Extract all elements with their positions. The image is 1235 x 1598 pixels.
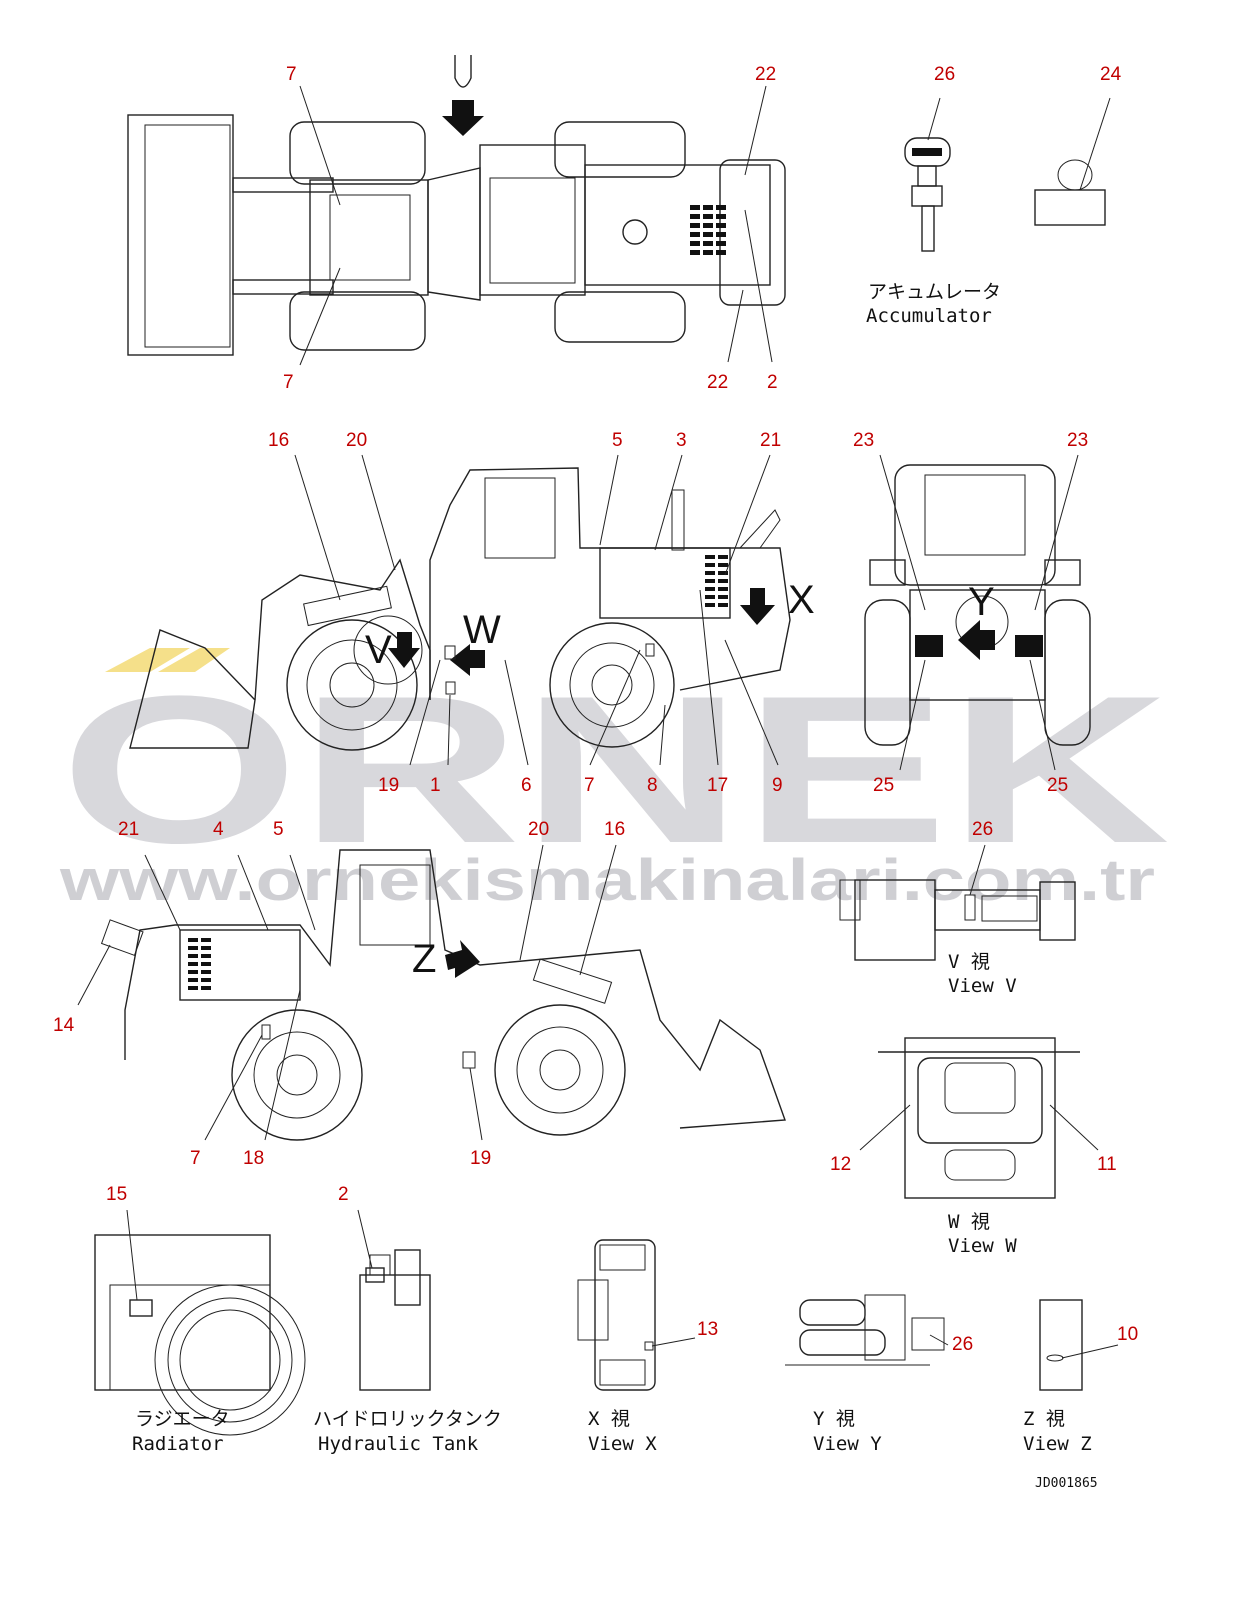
callouts-bottom: 15 2 13 26 10: [106, 1184, 1138, 1355]
callout-number: 7: [286, 64, 297, 85]
caption-view-v-en: View V: [948, 975, 1017, 997]
watermark-accent-shape-2: [158, 648, 230, 672]
watermark-accent-shape: [105, 648, 190, 672]
callouts-side: 16 20 5 3 21 19 1 6 7 8 17 9: [268, 430, 783, 796]
view-arrow-w: [450, 644, 485, 676]
callout-number: 3: [676, 430, 687, 451]
loader-front-view: [864, 454, 1091, 771]
callout-number: 26: [934, 64, 955, 85]
caption-view-z-jp: Z 視: [1023, 1408, 1065, 1430]
callout-number: 24: [1100, 64, 1122, 85]
callout-number: 12: [830, 1154, 851, 1175]
loader-right-view: [77, 844, 786, 1141]
caption-view-v-jp: V 視: [948, 951, 990, 973]
view-x-detail: [577, 1239, 696, 1391]
callout-number: 20: [346, 430, 367, 451]
callout-number: 22: [707, 372, 728, 393]
view-letter-z: Z: [412, 937, 436, 981]
callout-number: 17: [707, 775, 728, 796]
caption-accumulator-en: Accumulator: [866, 305, 992, 327]
callouts-views: 26 12 11: [830, 819, 1117, 1175]
loader-side-view: [129, 454, 791, 766]
caption-radiator-en: Radiator: [132, 1433, 224, 1455]
caption-view-y-en: View Y: [813, 1433, 882, 1455]
view-z-detail: [1039, 1299, 1119, 1391]
callout-number: 22: [755, 64, 776, 85]
callout-number: 14: [53, 1015, 75, 1036]
callout-number: 16: [268, 430, 289, 451]
view-letter-u: U: [452, 94, 453, 96]
callout-number: 7: [584, 775, 595, 796]
callout-number: 2: [338, 1184, 349, 1205]
caption-hydraulic-jp: ハイドロリックタンク: [313, 1408, 502, 1430]
callout-number: 26: [952, 1334, 973, 1355]
callout-number: 21: [760, 430, 781, 451]
callout-number: 16: [604, 819, 625, 840]
caption-view-z-en: View Z: [1023, 1433, 1092, 1455]
view-arrow-z: [445, 940, 480, 978]
caption-view-y-jp: Y 視: [813, 1408, 855, 1430]
view-arrow-x: [740, 588, 775, 625]
view-y-detail: [785, 1294, 949, 1366]
view-arrow-u: [442, 100, 484, 136]
callout-number: 18: [243, 1148, 264, 1169]
callout-number: 25: [873, 775, 894, 796]
callout-number: 5: [273, 819, 284, 840]
callout-number: 20: [528, 819, 549, 840]
callout-number: 26: [972, 819, 993, 840]
callout-number: 23: [853, 430, 874, 451]
callout-number: 7: [190, 1148, 201, 1169]
caption-hydraulic-en: Hydraulic Tank: [318, 1433, 479, 1455]
side-view-grille: [705, 555, 728, 607]
callouts-front: 23 23 25 25: [853, 430, 1088, 796]
caption-view-x-jp: X 視: [588, 1408, 630, 1430]
view-letter-x: X: [788, 578, 815, 622]
callout-number: 4: [213, 819, 224, 840]
callout-number: 21: [118, 819, 139, 840]
callout-number: 6: [521, 775, 532, 796]
caption-view-x-en: View X: [588, 1433, 657, 1455]
callout-number: 23: [1067, 430, 1088, 451]
callout-number: 25: [1047, 775, 1068, 796]
callout-number: 2: [767, 372, 778, 393]
caption-view-w-en: View W: [948, 1235, 1017, 1257]
callout-number: 19: [378, 775, 399, 796]
callouts-top: 7 22 7 22 2 26 24: [283, 64, 1122, 393]
callout-number: 10: [1117, 1324, 1138, 1345]
callout-number: 9: [772, 775, 783, 796]
top-view-grille: [690, 205, 726, 255]
callout-number: 7: [283, 372, 294, 393]
callout-number: 19: [470, 1148, 491, 1169]
view-letter-v: V: [365, 628, 392, 672]
hydraulic-tank-detail: [357, 1209, 431, 1391]
caption-radiator-jp: ラジエータ: [135, 1408, 230, 1430]
view-arrow-v: [388, 632, 420, 668]
loader-top-view: [127, 55, 786, 366]
right-view-grille: [188, 938, 211, 990]
callout-number: 8: [647, 775, 658, 796]
callout-number: 15: [106, 1184, 127, 1205]
radiator-detail: [94, 1209, 306, 1436]
callout-number: 5: [612, 430, 623, 451]
callouts-lower: 21 4 5 20 16 14 7 18 19: [53, 819, 625, 1169]
caption-view-w-jp: W 視: [948, 1211, 990, 1233]
view-w-detail: [859, 1037, 1099, 1199]
watermark: ORNEK www.ornekismakinalari.com.tr: [59, 648, 1170, 913]
caption-accumulator-jp: アキュムレータ: [868, 281, 1001, 303]
view-letter-w: W: [463, 608, 501, 652]
callout-number: 13: [697, 1319, 718, 1340]
callout-number: 11: [1097, 1154, 1117, 1175]
view-letter-y: Y: [968, 580, 995, 624]
diagram-code: JD001865: [1035, 1476, 1098, 1491]
callout-number: 1: [430, 775, 441, 796]
watermark-url: www.ornekismakinalari.com.tr: [59, 848, 1155, 913]
accumulator-detail: [904, 97, 1111, 252]
view-arrow-y: [958, 620, 995, 660]
view-v-detail: [839, 844, 1076, 961]
